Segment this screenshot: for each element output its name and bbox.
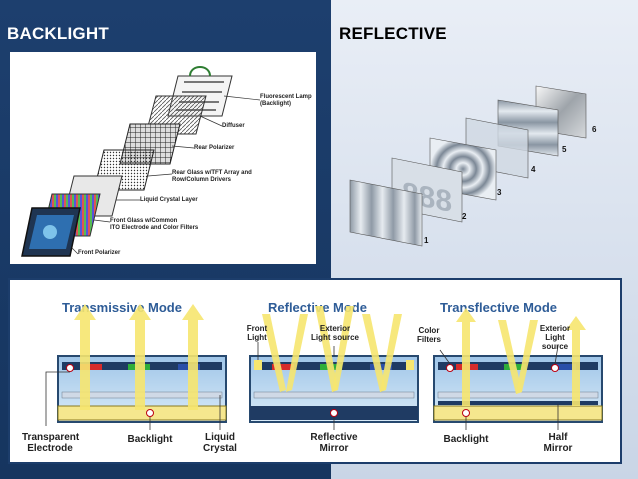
liquid-crystal-label-mode: Liquid Crystal <box>203 432 237 454</box>
modes-illustration <box>45 304 603 430</box>
transflective-stack <box>433 308 603 423</box>
front-glass-label: Front Glass w/Common ITO Electrode and C… <box>110 218 199 231</box>
front-polarizer-layer <box>21 207 81 257</box>
backlight-heading: BACKLIGHT <box>7 24 109 43</box>
backlight-diagram-panel: Fluorescent Lamp (Backlight) Diffuser Re… <box>10 52 316 264</box>
rear-polarizer-label: Rear Polarizer <box>194 145 235 151</box>
backlight-label-transmissive: Backlight <box>127 434 173 445</box>
backlight-exploded-view <box>21 66 261 257</box>
layer-number-6: 6 <box>592 125 597 134</box>
layer-number-2: 2 <box>462 212 467 221</box>
diffuser-label: Diffuser <box>222 123 245 129</box>
lamp-label: Fluorescent Lamp (Backlight) <box>260 94 312 107</box>
exterior-light-label-transflective: Exterior Light source <box>539 324 571 351</box>
reflective-layer-1 <box>349 179 423 247</box>
transflective-mode-title: Transflective Mode <box>440 300 558 315</box>
layer-number-5: 5 <box>562 145 567 154</box>
transmissive-stack <box>57 304 227 423</box>
reflective-mirror-label: Reflective Mirror <box>310 432 358 454</box>
layer-number-1: 1 <box>424 236 429 245</box>
display-modes-panel: Transmissive Mode Reflective Mode Transf… <box>8 278 622 464</box>
reflective-exploded-view: 888 <box>349 85 587 247</box>
reflective-heading: REFLECTIVE <box>339 24 447 43</box>
rear-glass-label: Rear Glass w/TFT Array and Row/Column Dr… <box>172 170 252 183</box>
layer-number-4: 4 <box>531 165 536 174</box>
backlight-label-transflective: Backlight <box>443 434 489 445</box>
leader-lines <box>71 95 261 255</box>
front-light-label: Front Light <box>246 324 268 342</box>
liquid-crystal-label: Liquid Crystal Layer <box>140 197 198 203</box>
transparent-electrode-label: Transparent Electrode <box>22 432 80 454</box>
mode-leader-lines <box>45 342 559 430</box>
front-polarizer-label: Front Polarizer <box>78 250 121 256</box>
half-mirror-label: Half Mirror <box>543 432 573 454</box>
layer-number-3: 3 <box>497 188 502 197</box>
reflective-stack <box>249 306 419 423</box>
exterior-light-label-reflective: Exterior Light source <box>310 324 359 342</box>
transmissive-mode-title: Transmissive Mode <box>62 300 182 315</box>
color-filters-label: Color Filters <box>416 326 441 344</box>
